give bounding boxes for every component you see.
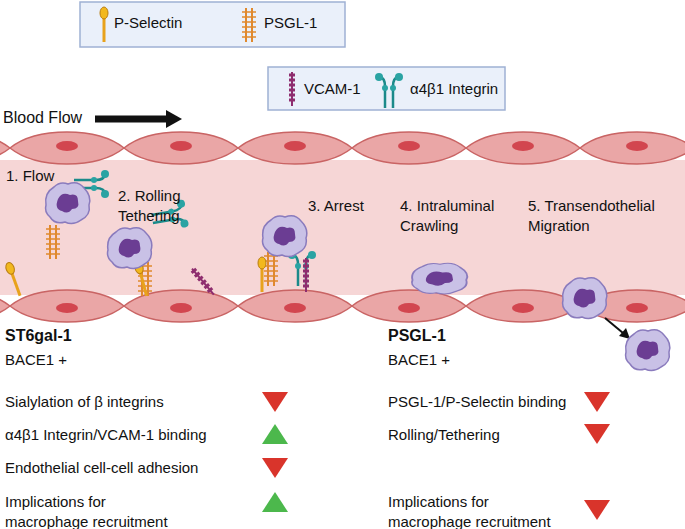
- label: Endothelial cell-cell adhesion: [5, 458, 198, 478]
- label: 1. Flow: [6, 166, 54, 186]
- label: BACE1 +: [5, 350, 67, 370]
- label: Sialylation of β integrins: [5, 392, 164, 412]
- label: PSGL-1/P-Selectin binding: [388, 392, 566, 412]
- label: Implications for macrophage recruitment: [5, 492, 190, 529]
- section-heading: ST6gal-1: [5, 326, 72, 346]
- label: α4β1 Integrin/VCAM-1 binding: [5, 425, 207, 445]
- label: BACE1 +: [388, 350, 450, 370]
- label: Blood Flow: [3, 108, 82, 128]
- legend-text: P-Selectin: [114, 14, 182, 32]
- label: 5. Transendothelial Migration: [528, 196, 668, 236]
- label: Implications for macrophage recruitment: [388, 492, 573, 529]
- label: Rolling/Tethering: [388, 425, 500, 445]
- section-heading: PSGL-1: [388, 326, 446, 346]
- legend-text: PSGL-1: [264, 14, 317, 32]
- legend-text: α4β1 Integrin: [410, 80, 498, 98]
- label: 2. Rolling Tethering: [118, 186, 203, 226]
- label: 4. Intraluminal Crawling: [400, 196, 500, 236]
- label: 3. Arrest: [308, 196, 364, 216]
- legend-text: VCAM-1: [304, 80, 361, 98]
